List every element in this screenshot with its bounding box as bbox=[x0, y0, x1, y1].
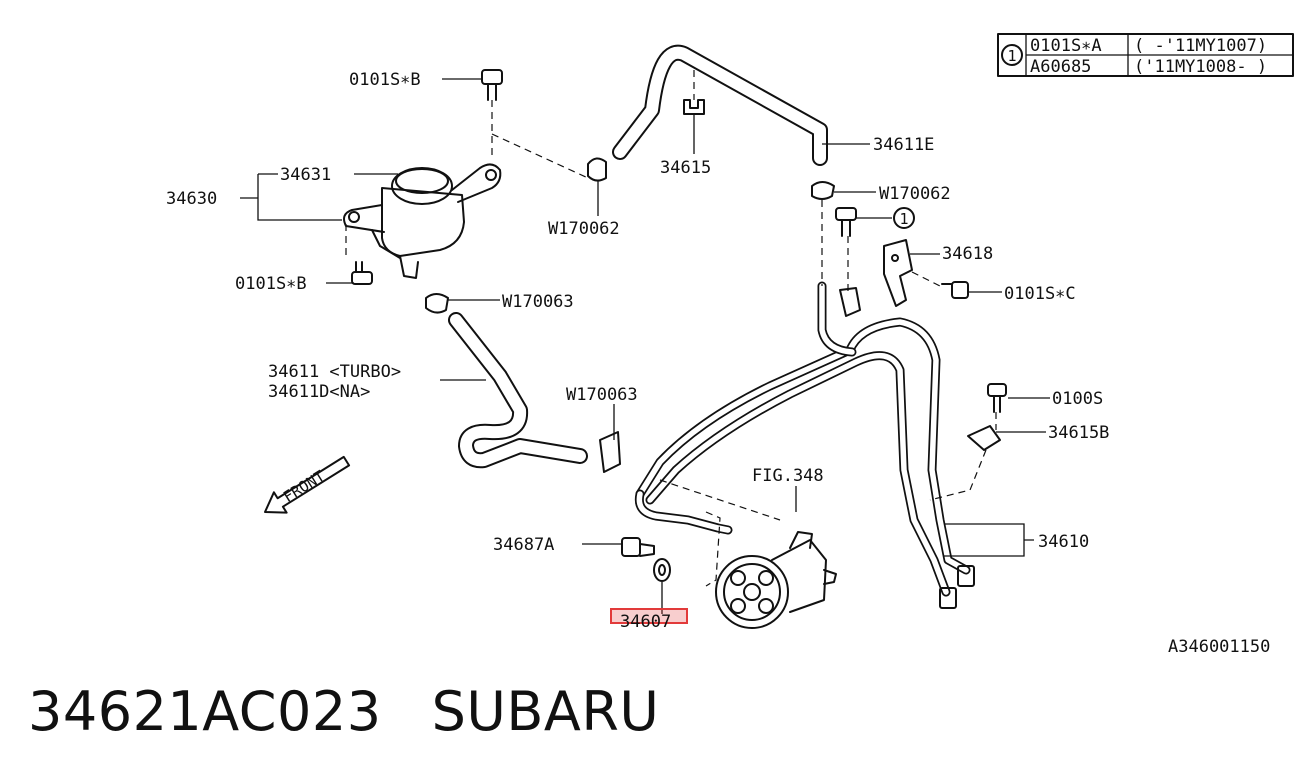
legend-range-1: ( -'11MY1007) bbox=[1134, 36, 1267, 56]
bolt-0100s bbox=[987, 383, 1007, 413]
caption-brand: SUBARU bbox=[431, 680, 660, 743]
callout-c3: 34630 bbox=[166, 189, 217, 209]
legend-marker: 1 bbox=[1007, 47, 1016, 65]
legend-part-1: 0101S∗A bbox=[1030, 36, 1102, 56]
callout-c11: W170063 bbox=[502, 292, 574, 312]
callout-c14: W170063 bbox=[566, 385, 638, 405]
clamp-w170063-upper bbox=[425, 293, 449, 314]
callout-c4: 0101S∗B bbox=[235, 274, 307, 294]
legend-part-2: A60685 bbox=[1030, 57, 1091, 77]
clip-34615 bbox=[683, 99, 705, 115]
callout-c16: 34615B bbox=[1048, 423, 1109, 443]
legend-table: 1 0101S∗A ( -'11MY1007) A60685 ('11MY100… bbox=[997, 33, 1294, 77]
callout-c12: 34611 <TURBO> bbox=[268, 362, 401, 382]
pipe-end-fitting-a bbox=[939, 587, 957, 609]
highlight-box bbox=[610, 608, 688, 624]
diagram-svg: 1 0101S∗A ( -'11MY1007) A60685 ('11MY100… bbox=[166, 33, 1294, 657]
callout-c17: FIG.348 bbox=[752, 466, 824, 486]
clamp-w170062-left bbox=[587, 157, 607, 182]
diagram-code: A346001150 bbox=[1168, 637, 1270, 657]
caption: 34621AC023 SUBARU bbox=[28, 680, 659, 743]
front-label: FRONT bbox=[280, 467, 328, 506]
bolt-reservoir-lower bbox=[351, 261, 373, 285]
callout-c10: 0101S∗C bbox=[1004, 284, 1076, 304]
callout-c5: W170062 bbox=[548, 219, 620, 239]
clamp-w170063-lower bbox=[599, 431, 621, 473]
clamp-w170062-right bbox=[811, 181, 835, 200]
caption-part-number: 34621AC023 bbox=[28, 680, 382, 743]
union-bolt-34687a bbox=[621, 537, 655, 557]
bolt-0101sc bbox=[941, 281, 969, 299]
washer-34607 bbox=[653, 558, 671, 582]
clip-34615b bbox=[967, 425, 1001, 451]
callout-c18: 34687A bbox=[493, 535, 554, 555]
pipe-end-fitting-b bbox=[957, 565, 975, 587]
bolt-ref-1 bbox=[835, 207, 857, 237]
callout-c9: 34618 bbox=[942, 244, 993, 264]
callout-c2: 34631 bbox=[280, 165, 331, 185]
callout-c13: 34611D<NA> bbox=[268, 382, 370, 402]
callout-c20: 34607 bbox=[620, 612, 671, 632]
bracket-34618 bbox=[839, 239, 913, 317]
bolt-reservoir-upper bbox=[481, 69, 503, 101]
reference-lines bbox=[345, 70, 997, 587]
hoses bbox=[448, 44, 971, 597]
ref-marker-circle bbox=[893, 207, 915, 229]
ref-marker: 1 bbox=[899, 210, 908, 228]
legend-marker-circle bbox=[1001, 44, 1023, 66]
callout-c6: 34615 bbox=[660, 158, 711, 178]
callout-c15: 0100S bbox=[1052, 389, 1103, 409]
legend-range-2: ('11MY1008- ) bbox=[1134, 57, 1267, 77]
callout-c1: 0101S∗B bbox=[349, 70, 421, 90]
front-arrow: FRONT bbox=[264, 455, 351, 514]
callout-c7: 34611E bbox=[873, 135, 934, 155]
callout-c19: 34610 bbox=[1038, 532, 1089, 552]
callout-labels: 0101S∗B 34631 34630 0101S∗B W170062 3461… bbox=[166, 70, 1270, 657]
reservoir-tank bbox=[343, 163, 502, 279]
callout-c8: W170062 bbox=[879, 184, 951, 204]
power-steering-pump bbox=[715, 531, 837, 629]
